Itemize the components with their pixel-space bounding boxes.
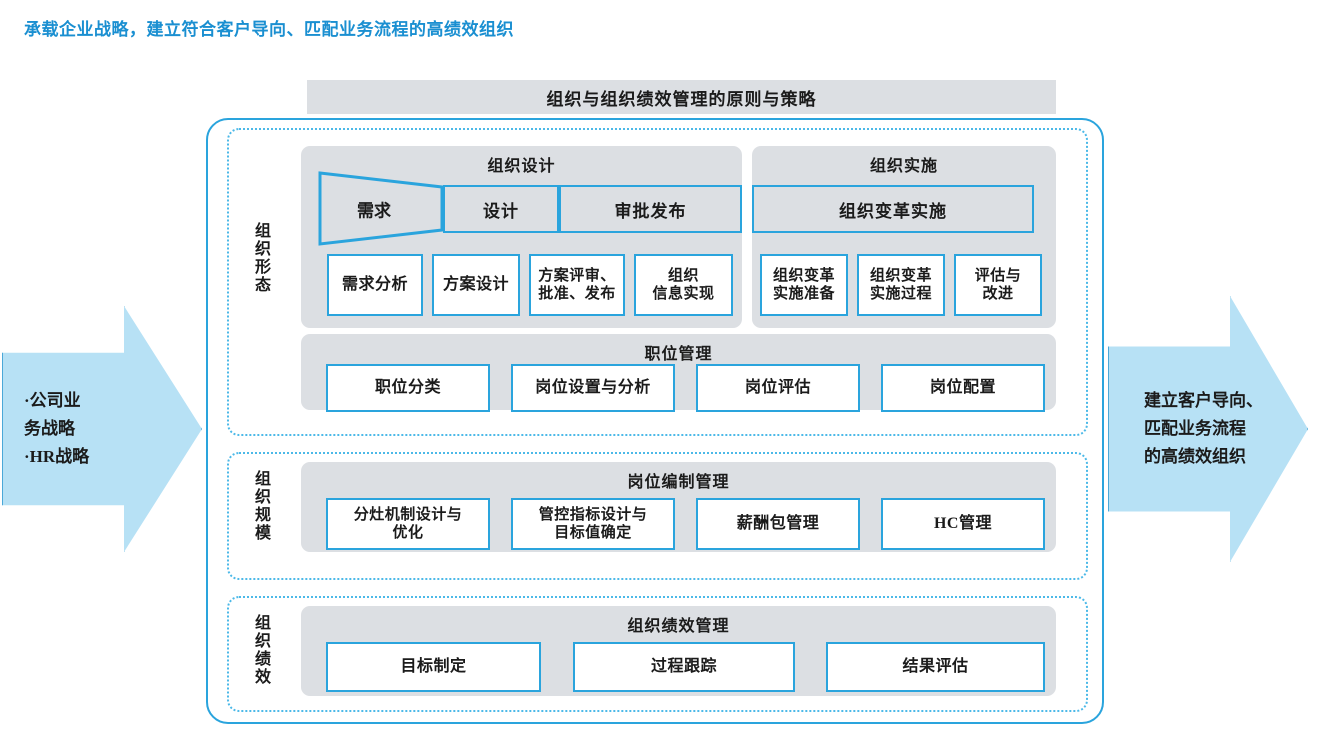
- leaf-goal-setting[interactable]: 目标制定: [326, 642, 541, 692]
- leaf-scheme-design[interactable]: 方案设计: [432, 254, 520, 316]
- panel-title-org-implementation: 组织实施: [869, 158, 938, 175]
- page-title: 承载企业战略，建立符合客户导向、匹配业务流程的高绩效组织: [24, 20, 514, 39]
- leaf-position-evaluation[interactable]: 岗位评估: [696, 364, 860, 412]
- left-arrow-text: ·公司业 务战略 ·HR战略: [24, 390, 90, 467]
- stage-funnel-requirement[interactable]: 需求: [318, 171, 444, 246]
- band-org-shape: [227, 128, 1088, 436]
- stage-box-design[interactable]: 设计: [443, 185, 559, 233]
- band-org-scale: [227, 452, 1088, 580]
- leaf-org-information-realization[interactable]: 组织 信息实现: [634, 254, 733, 316]
- panel-title-org-design: 组织设计: [487, 158, 556, 175]
- leaf-control-indicator-design-target[interactable]: 管控指标设计与 目标值确定: [511, 498, 675, 550]
- leaf-hc-management[interactable]: HC管理: [881, 498, 1045, 550]
- stage-label-requirement: 需求: [357, 201, 391, 220]
- leaf-position-classification[interactable]: 职位分类: [326, 364, 490, 412]
- leaf-process-tracking[interactable]: 过程跟踪: [573, 642, 795, 692]
- principles-strategy-label: 组织与组织绩效管理的原则与策略: [546, 89, 817, 109]
- leaf-scheme-review-approval-release[interactable]: 方案评审、 批准、发布: [529, 254, 625, 316]
- stage-box-approval-release[interactable]: 审批发布: [559, 185, 742, 233]
- leaf-position-allocation[interactable]: 岗位配置: [881, 364, 1045, 412]
- band-label-org-scale: 组织规模: [252, 470, 269, 542]
- panel-title-position-management: 职位管理: [644, 346, 713, 363]
- panel-title-establishment-management: 岗位编制管理: [627, 474, 730, 491]
- input-arrow-left: ·公司业 务战略 ·HR战略: [2, 306, 202, 552]
- leaf-position-setup-analysis[interactable]: 岗位设置与分析: [511, 364, 675, 412]
- band-label-org-shape: 组织形态: [252, 222, 269, 294]
- leaf-requirement-analysis[interactable]: 需求分析: [327, 254, 423, 316]
- leaf-compensation-package-management[interactable]: 薪酬包管理: [696, 498, 860, 550]
- leaf-change-implementation-preparation[interactable]: 组织变革 实施准备: [760, 254, 848, 316]
- band-label-org-performance: 组织绩效: [252, 614, 269, 686]
- output-arrow-right: 建立客户导向、 匹配业务流程 的高绩效组织: [1108, 296, 1308, 562]
- leaf-evaluation-improvement[interactable]: 评估与 改进: [954, 254, 1042, 316]
- panel-title-org-performance-management: 组织绩效管理: [627, 618, 730, 635]
- stage-box-org-change-implementation[interactable]: 组织变革实施: [752, 185, 1034, 233]
- funnel-shape-icon: [318, 171, 444, 246]
- principles-strategy-bar: 组织与组织绩效管理的原则与策略: [307, 80, 1056, 114]
- right-arrow-text: 建立客户导向、 匹配业务流程 的高绩效组织: [1144, 390, 1263, 467]
- leaf-change-implementation-process[interactable]: 组织变革 实施过程: [857, 254, 945, 316]
- leaf-result-evaluation[interactable]: 结果评估: [826, 642, 1045, 692]
- band-org-performance: [227, 596, 1088, 712]
- leaf-separate-mechanism-design-optimization[interactable]: 分灶机制设计与 优化: [326, 498, 490, 550]
